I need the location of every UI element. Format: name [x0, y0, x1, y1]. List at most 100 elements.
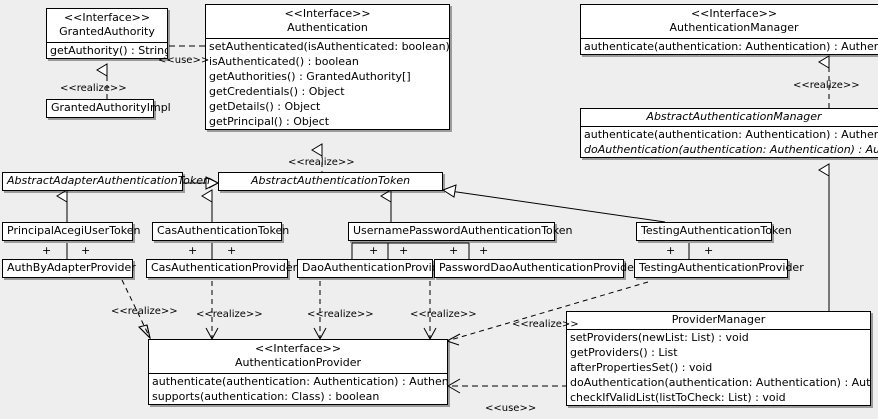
class-name: PrincipalAcegiUserToken: [7, 224, 141, 237]
method-item: afterPropertiesSet() : void: [570, 361, 713, 374]
class-name: AbstractAdapterAuthenticationToken: [7, 174, 210, 187]
class-header: CasAuthenticationToken: [153, 223, 290, 240]
class-authentication[interactable]: <<Interface>> Authentication setAuthenti…: [205, 4, 450, 130]
method-item: supports(authentication: Class) : boolea…: [152, 390, 380, 403]
class-header: <<Interface>> AuthenticationProvider: [149, 340, 447, 373]
class-name: AuthenticationManager: [669, 21, 799, 34]
class-cas-authentication-token[interactable]: CasAuthenticationToken: [152, 222, 290, 241]
class-granted-authority[interactable]: <<Interface>> GrantedAuthority getAuthor…: [46, 8, 168, 59]
class-name: AbstractAuthenticationToken: [250, 174, 411, 187]
class-header: PasswordDaoAuthenticationProvider: [435, 260, 639, 277]
association-marker: +: [42, 244, 52, 257]
class-name: ProviderManager: [671, 313, 766, 326]
method-item: getAuthorities() : GrantedAuthority[]: [209, 70, 411, 83]
edge-label-realize-password-dao-provider: <<realize>>: [410, 309, 477, 320]
class-header: AuthByAdapterProvider: [3, 260, 136, 277]
class-name: TestingAuthenticationProvider: [639, 261, 804, 274]
edge-label-realize-abstract-authentication-token: <<realize>>: [288, 157, 355, 168]
method-item: setProviders(newList: List) : void: [570, 331, 749, 344]
edge-label-use-provider-manager: <<use>>: [485, 403, 537, 414]
method-item: getPrincipal() : Object: [209, 115, 330, 128]
method-compartment: authenticate(authentication: Authenticat…: [581, 38, 878, 54]
stereotype-label: <<Interface>>: [254, 342, 342, 355]
method-compartment: setProviders(newList: List) : void getPr…: [567, 329, 870, 405]
class-abstract-authentication-manager[interactable]: AbstractAuthenticationManager authentica…: [580, 108, 878, 158]
association-marker: +: [399, 244, 409, 257]
method-item: setAuthenticated(isAuthenticated: boolea…: [209, 40, 449, 53]
class-name: CasAuthenticationToken: [157, 224, 290, 237]
class-name: Authentication: [287, 21, 368, 34]
method-item: getProviders() : List: [570, 346, 678, 359]
class-header: AbstractAuthenticationToken: [219, 173, 442, 190]
method-compartment: getAuthority() : String: [47, 42, 167, 58]
method-item: getDetails() : Object: [209, 100, 321, 113]
association-marker: +: [81, 244, 91, 257]
class-principal-acegi-user-token[interactable]: PrincipalAcegiUserToken: [2, 222, 141, 241]
class-header: ProviderManager: [567, 312, 870, 329]
class-username-password-authentication-token[interactable]: UsernamePasswordAuthenticationToken: [348, 222, 573, 241]
class-name: TestingAuthenticationToken: [641, 224, 792, 237]
edge-label-realize-cas-provider: <<realize>>: [196, 309, 263, 320]
class-name: GrantedAuthorityImpl: [51, 101, 171, 114]
association-marker: +: [449, 244, 459, 257]
class-authentication-provider[interactable]: <<Interface>> AuthenticationProvider aut…: [148, 339, 448, 405]
stereotype-label: <<Interface>>: [690, 7, 778, 20]
class-testing-authentication-token[interactable]: TestingAuthenticationToken: [636, 222, 792, 241]
association-marker: +: [369, 244, 379, 257]
class-header: <<Interface>> AuthenticationManager: [581, 5, 878, 38]
association-marker: +: [479, 244, 489, 257]
class-cas-authentication-provider[interactable]: CasAuthenticationProvider: [146, 259, 298, 278]
class-header: CasAuthenticationProvider: [147, 260, 298, 277]
edge-label-realize-granted-authority-impl: <<realize>>: [60, 83, 127, 94]
method-item: getCredentials() : Object: [209, 85, 345, 98]
edge-label-realize-abstract-authentication-manager: <<realize>>: [793, 80, 860, 91]
method-compartment: authenticate(authentication: Authenticat…: [581, 126, 878, 157]
class-header: TestingAuthenticationProvider: [635, 260, 804, 277]
method-item: isAuthenticated() : boolean: [209, 55, 359, 68]
class-dao-authentication-provider[interactable]: DaoAuthenticationProvider: [297, 259, 450, 278]
method-item: getAuthority() : String: [50, 44, 167, 57]
class-name: DaoAuthenticationProvider: [302, 261, 450, 274]
association-marker: +: [227, 244, 237, 257]
class-auth-by-adapter-provider[interactable]: AuthByAdapterProvider: [2, 259, 136, 278]
class-header: AbstractAdapterAuthenticationToken: [3, 173, 210, 190]
class-name: AbstractAuthenticationManager: [646, 110, 822, 123]
class-name: AuthenticationProvider: [234, 356, 362, 369]
class-name: PasswordDaoAuthenticationProvider: [439, 261, 639, 274]
class-password-dao-authentication-provider[interactable]: PasswordDaoAuthenticationProvider: [434, 259, 639, 278]
class-testing-authentication-provider[interactable]: TestingAuthenticationProvider: [634, 259, 804, 278]
class-granted-authority-impl[interactable]: GrantedAuthorityImpl: [46, 99, 171, 118]
method-item: authenticate(authentication: Authenticat…: [584, 40, 878, 53]
edge-label-realize-auth-by-adapter: <<realize>>: [111, 306, 178, 317]
class-provider-manager[interactable]: ProviderManager setProviders(newList: Li…: [566, 311, 871, 406]
edge-label-realize-dao-provider: <<realize>>: [307, 309, 374, 320]
class-authentication-manager[interactable]: <<Interface>> AuthenticationManager auth…: [580, 4, 878, 55]
class-name: CasAuthenticationProvider: [151, 261, 298, 274]
edge-label-realize-testing-provider: <<realize>>: [512, 319, 579, 330]
method-item: authenticate(authentication: Authenticat…: [152, 375, 447, 388]
class-name: AuthByAdapterProvider: [7, 261, 136, 274]
class-header: GrantedAuthorityImpl: [47, 100, 171, 117]
stereotype-label: <<Interface>>: [63, 11, 151, 24]
class-header: PrincipalAcegiUserToken: [3, 223, 141, 240]
method-item: doAuthentication(authentication: Authent…: [584, 143, 878, 156]
method-item: checkIfValidList(listToCheck: List) : vo…: [570, 391, 786, 404]
method-compartment: authenticate(authentication: Authenticat…: [149, 373, 447, 404]
class-name: GrantedAuthority: [59, 25, 155, 38]
class-header: DaoAuthenticationProvider: [298, 260, 450, 277]
class-abstract-adapter-authentication-token[interactable]: AbstractAdapterAuthenticationToken: [2, 172, 210, 191]
method-item: authenticate(authentication: Authenticat…: [584, 128, 878, 141]
class-abstract-authentication-token[interactable]: AbstractAuthenticationToken: [218, 172, 443, 191]
stereotype-label: <<Interface>>: [284, 7, 371, 20]
association-marker: +: [704, 244, 714, 257]
edge-label-use-granted-authority: <<use>>: [158, 55, 210, 66]
class-header: UsernamePasswordAuthenticationToken: [349, 223, 573, 240]
class-header: TestingAuthenticationToken: [637, 223, 792, 240]
class-header: <<Interface>> Authentication: [206, 5, 449, 38]
association-marker: +: [188, 244, 198, 257]
method-item: doAuthentication(authentication: Authent…: [570, 376, 870, 389]
association-marker: +: [666, 244, 676, 257]
class-header: <<Interface>> GrantedAuthority: [47, 9, 167, 42]
class-name: UsernamePasswordAuthenticationToken: [353, 224, 573, 237]
method-compartment: setAuthenticated(isAuthenticated: boolea…: [206, 38, 449, 129]
